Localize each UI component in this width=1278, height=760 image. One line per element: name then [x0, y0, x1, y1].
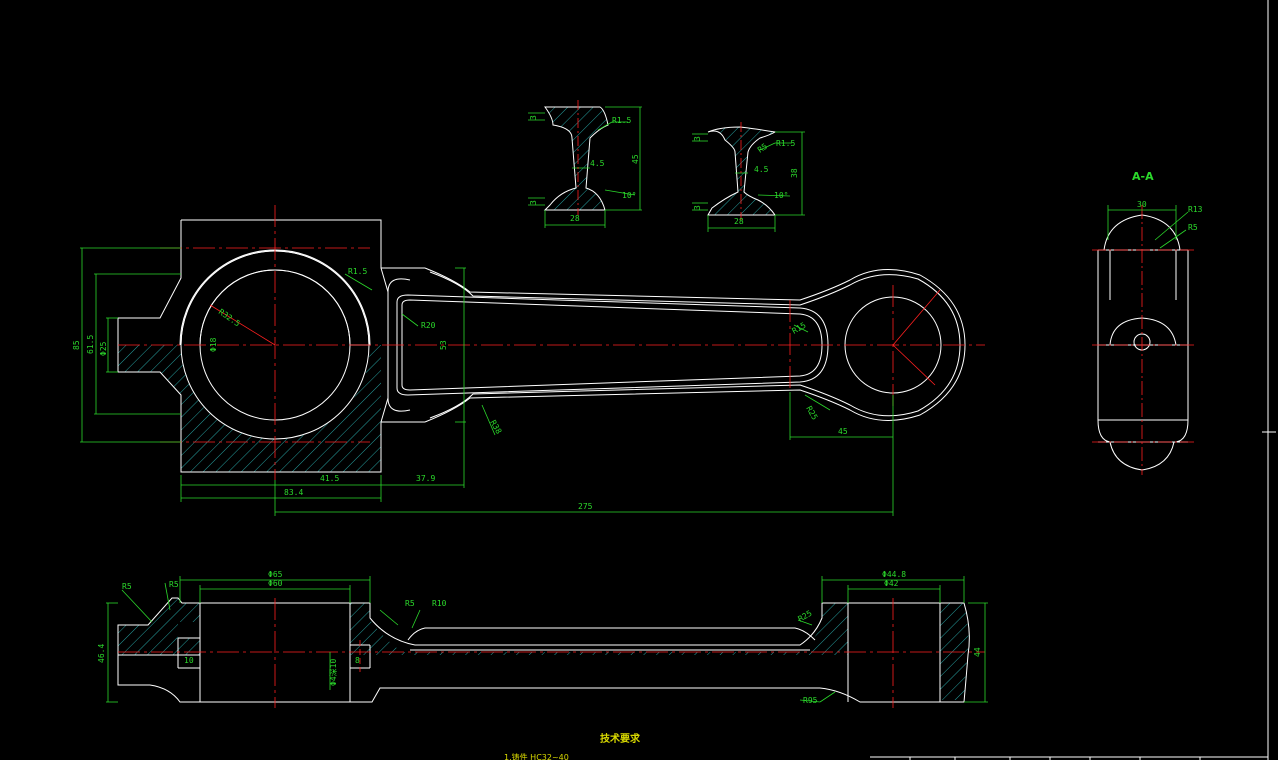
section-left-d3b: 3 [529, 200, 538, 205]
section-right-web: 4.5 [754, 165, 769, 174]
drawing-frame [870, 0, 1276, 760]
dim-r-end-inner: R15 [791, 321, 808, 336]
section-right-hatch [707, 126, 777, 216]
dim-beam: 53 [439, 340, 448, 350]
bottom-phi-42: Φ42 [884, 579, 899, 588]
dim-r-big-bore: R32.5 [217, 307, 242, 328]
bottom-right-hatch [940, 603, 969, 700]
dim-mid-height: 61.5 [86, 335, 95, 354]
aa-width: 30 [1137, 200, 1147, 209]
bottom-r25: R25 [797, 609, 814, 624]
dim-45: 45 [838, 427, 848, 436]
section-left-hatch [543, 106, 609, 211]
bottom-r5b: R5 [169, 580, 179, 589]
bottom-left-hatch [118, 598, 200, 655]
bottom-phi-60: Φ60 [268, 579, 283, 588]
bottom-phi-44-8: Φ44.8 [882, 570, 906, 579]
aa-section-label: A-A [1132, 170, 1154, 183]
technical-requirements-line1: 1.铸件 HC32~40 [504, 752, 569, 760]
dim-overall-height: 85 [72, 340, 81, 350]
bottom-r95: R95 [803, 696, 818, 705]
section-left-flange: 28 [570, 214, 580, 223]
dim-phi-small: Φ18 [209, 337, 218, 352]
section-right-flange: 28 [734, 217, 744, 226]
aa-section: A-A 30 R13 R5 [1092, 170, 1203, 475]
dim-r-end-outer: R25 [804, 405, 819, 422]
section-left-r: R1.5 [612, 116, 631, 125]
section-right-height: 38 [790, 168, 799, 178]
dim-phi-boss: Φ25 [99, 341, 108, 356]
dim-r-fillet-top: R1.5 [348, 267, 367, 276]
section-right-angle: 10° [774, 191, 788, 200]
aa-r-side: R5 [1188, 223, 1198, 232]
section-right-r: R1.5 [776, 139, 795, 148]
bottom-oil-hole: Φ4深10 [329, 659, 338, 686]
section-right-d3b: 3 [693, 205, 702, 210]
section-right-r-flange: R5 [756, 142, 769, 155]
bottom-mid-hatch [350, 603, 848, 655]
bottom-height-left: 46.4 [97, 644, 106, 663]
aa-r-top: R13 [1188, 205, 1203, 214]
dim-r-lower: R38 [488, 419, 503, 436]
section-right: R1.5 R5 4.5 38 28 10° 3 3 [692, 122, 805, 232]
dim-275: 275 [578, 502, 593, 511]
bottom-phi-65: Φ65 [268, 570, 283, 579]
bottom-r5c: R5 [405, 599, 415, 608]
front-view: R32.5 R1.5 R20 Φ18 Φ25 85 61.5 53 R38 R1… [72, 205, 985, 516]
section-right-d3a: 3 [693, 136, 702, 141]
section-left-web: 4.5 [590, 159, 605, 168]
bottom-view: R5 R5 Φ65 Φ60 R5 R10 46.4 10 8 Φ4深10 R25… [97, 570, 988, 708]
technical-requirements-title: 技术要求 [600, 732, 641, 745]
section-left: R1.5 4.5 45 28 10° 3 3 [528, 100, 642, 228]
bottom-r10: R10 [432, 599, 447, 608]
section-left-angle: 10° [622, 191, 636, 200]
dim-r-slot: R20 [421, 321, 436, 330]
bottom-d10: 10 [184, 656, 194, 665]
bottom-r5a: R5 [122, 582, 132, 591]
dim-41-5: 41.5 [320, 474, 339, 483]
dim-37-9: 37.9 [416, 474, 435, 483]
bottom-d8: 8 [355, 656, 360, 665]
section-left-height: 45 [631, 154, 640, 164]
section-left-d3a: 3 [529, 115, 538, 120]
big-end-section-hatch [118, 345, 381, 472]
dim-83-4: 83.4 [284, 488, 303, 497]
bottom-height-right: 44 [973, 647, 982, 657]
